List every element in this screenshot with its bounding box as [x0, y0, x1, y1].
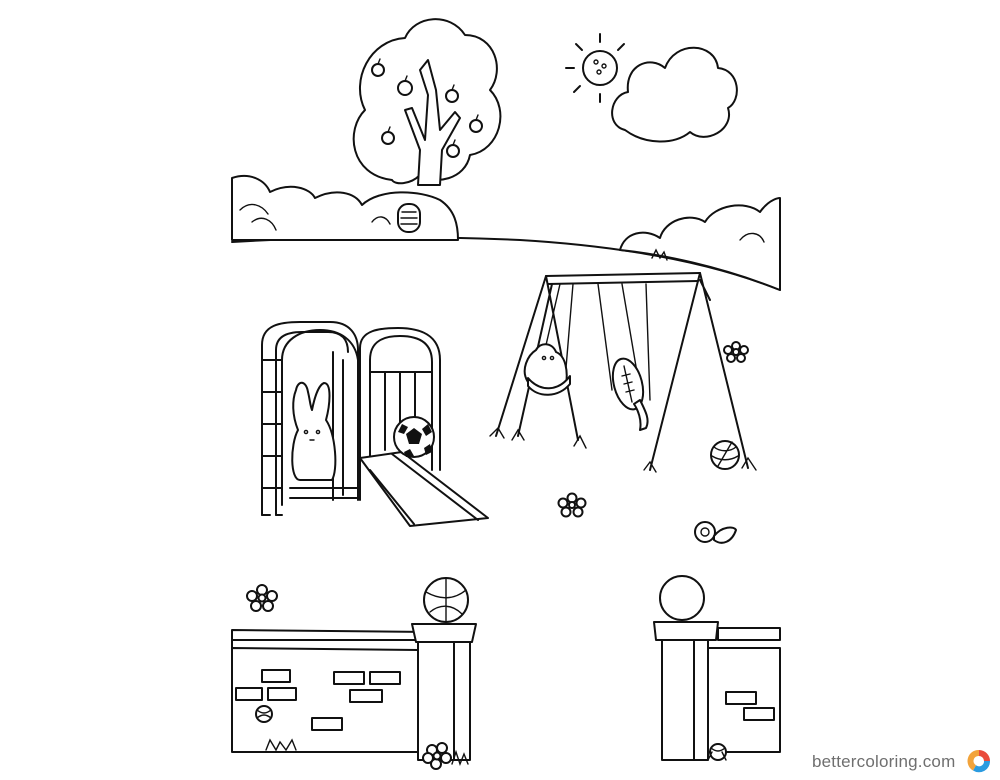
- brick-wall-right: [708, 628, 780, 752]
- apple: [447, 140, 459, 157]
- grass-tuft: [266, 740, 296, 750]
- watermark: bettercoloring.com: [812, 748, 997, 776]
- grass-tuft: [652, 250, 667, 260]
- pillar-left: [412, 624, 476, 760]
- bettercoloring-logo-icon: [967, 749, 991, 773]
- bunny-peep: [292, 383, 335, 480]
- watermark-text: bettercoloring.com: [812, 752, 956, 771]
- slide: [360, 452, 488, 526]
- striped-ball: [711, 441, 739, 469]
- basketball-on-pillar: [424, 578, 468, 622]
- apple: [372, 59, 384, 76]
- apple-tree: [354, 19, 501, 185]
- small-ball: [708, 744, 726, 760]
- chick-peep-on-swing: [525, 344, 570, 395]
- apple: [446, 85, 458, 102]
- cloud: [612, 48, 737, 142]
- soccer-ball: [394, 417, 434, 457]
- apple: [382, 127, 394, 144]
- pillar-right: [654, 576, 718, 760]
- brick-wall-left: [232, 630, 430, 752]
- apple: [470, 115, 482, 132]
- apple: [398, 76, 412, 95]
- swing-set: [490, 273, 756, 472]
- grass-tuft: [452, 752, 468, 764]
- flower: [247, 585, 277, 611]
- flower: [724, 342, 748, 362]
- bushes-left: [232, 176, 458, 240]
- football-on-swing: [608, 355, 649, 430]
- flower-with-leaf: [695, 522, 736, 543]
- flower: [423, 743, 451, 769]
- sun: [566, 34, 624, 102]
- flower: [559, 494, 586, 517]
- bushes-right: [620, 198, 780, 290]
- jungle-gym: [262, 322, 440, 515]
